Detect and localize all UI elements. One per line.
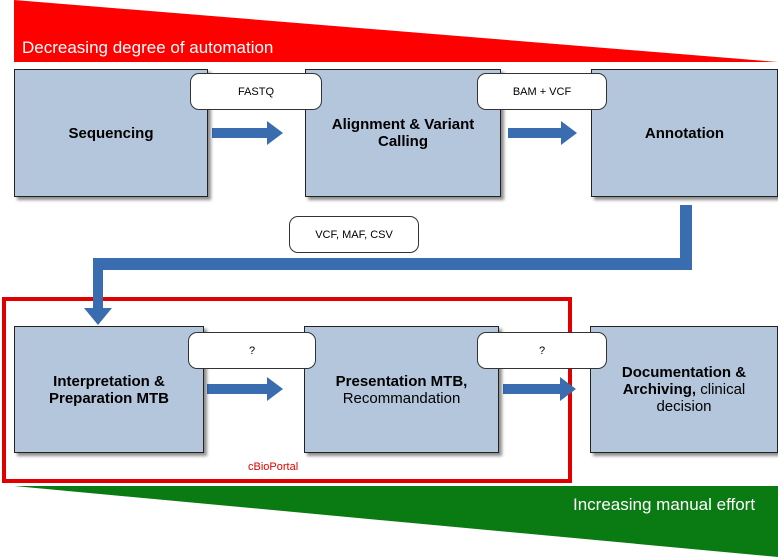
automation-banner-text: Decreasing degree of automation (22, 38, 274, 57)
arrow-alignment-to-annotation (508, 121, 577, 145)
bam-vcf-label: BAM + VCF (477, 73, 607, 110)
manual-effort-banner-text: Increasing manual effort (573, 495, 756, 514)
arrow-interpretation-to-presentation (207, 377, 283, 401)
presentation-title: Presentation MTB, (335, 372, 468, 390)
alignment-box: Alignment & Variant Calling (305, 69, 501, 197)
annotation-box: Annotation (591, 69, 778, 197)
manual-effort-gradient-banner (14, 486, 778, 557)
vcf-maf-csv-label: VCF, MAF, CSV (289, 216, 419, 253)
sequencing-title: Sequencing (68, 124, 154, 142)
interpretation-title: Interpretation & Preparation MTB (48, 372, 169, 407)
annotation-title: Annotation (644, 124, 725, 142)
automation-gradient-banner (14, 0, 778, 62)
arrow-sequencing-to-alignment (212, 121, 283, 145)
unknown-format-label-2: ? (477, 332, 607, 369)
fastq-label: FASTQ (190, 73, 322, 110)
alignment-title: Alignment & Variant Calling (331, 116, 475, 150)
presentation-subtitle: Recommandation (342, 389, 461, 407)
unknown-format-label-1: ? (188, 332, 316, 369)
sequencing-box: Sequencing (14, 69, 208, 197)
arrow-annotation-to-interpretation (84, 205, 692, 325)
documentation-subtitle: clinical decision (656, 381, 746, 415)
cbioportal-label: cBioPortal (248, 461, 299, 473)
presentation-box: Presentation MTB, Recommandation (304, 326, 499, 453)
documentation-title: Documentation & Archiving, (621, 364, 747, 398)
interpretation-box: Interpretation & Preparation MTB (14, 326, 204, 453)
documentation-box: Documentation & Archiving, clinical deci… (590, 326, 778, 453)
arrow-presentation-to-documentation (503, 377, 576, 401)
